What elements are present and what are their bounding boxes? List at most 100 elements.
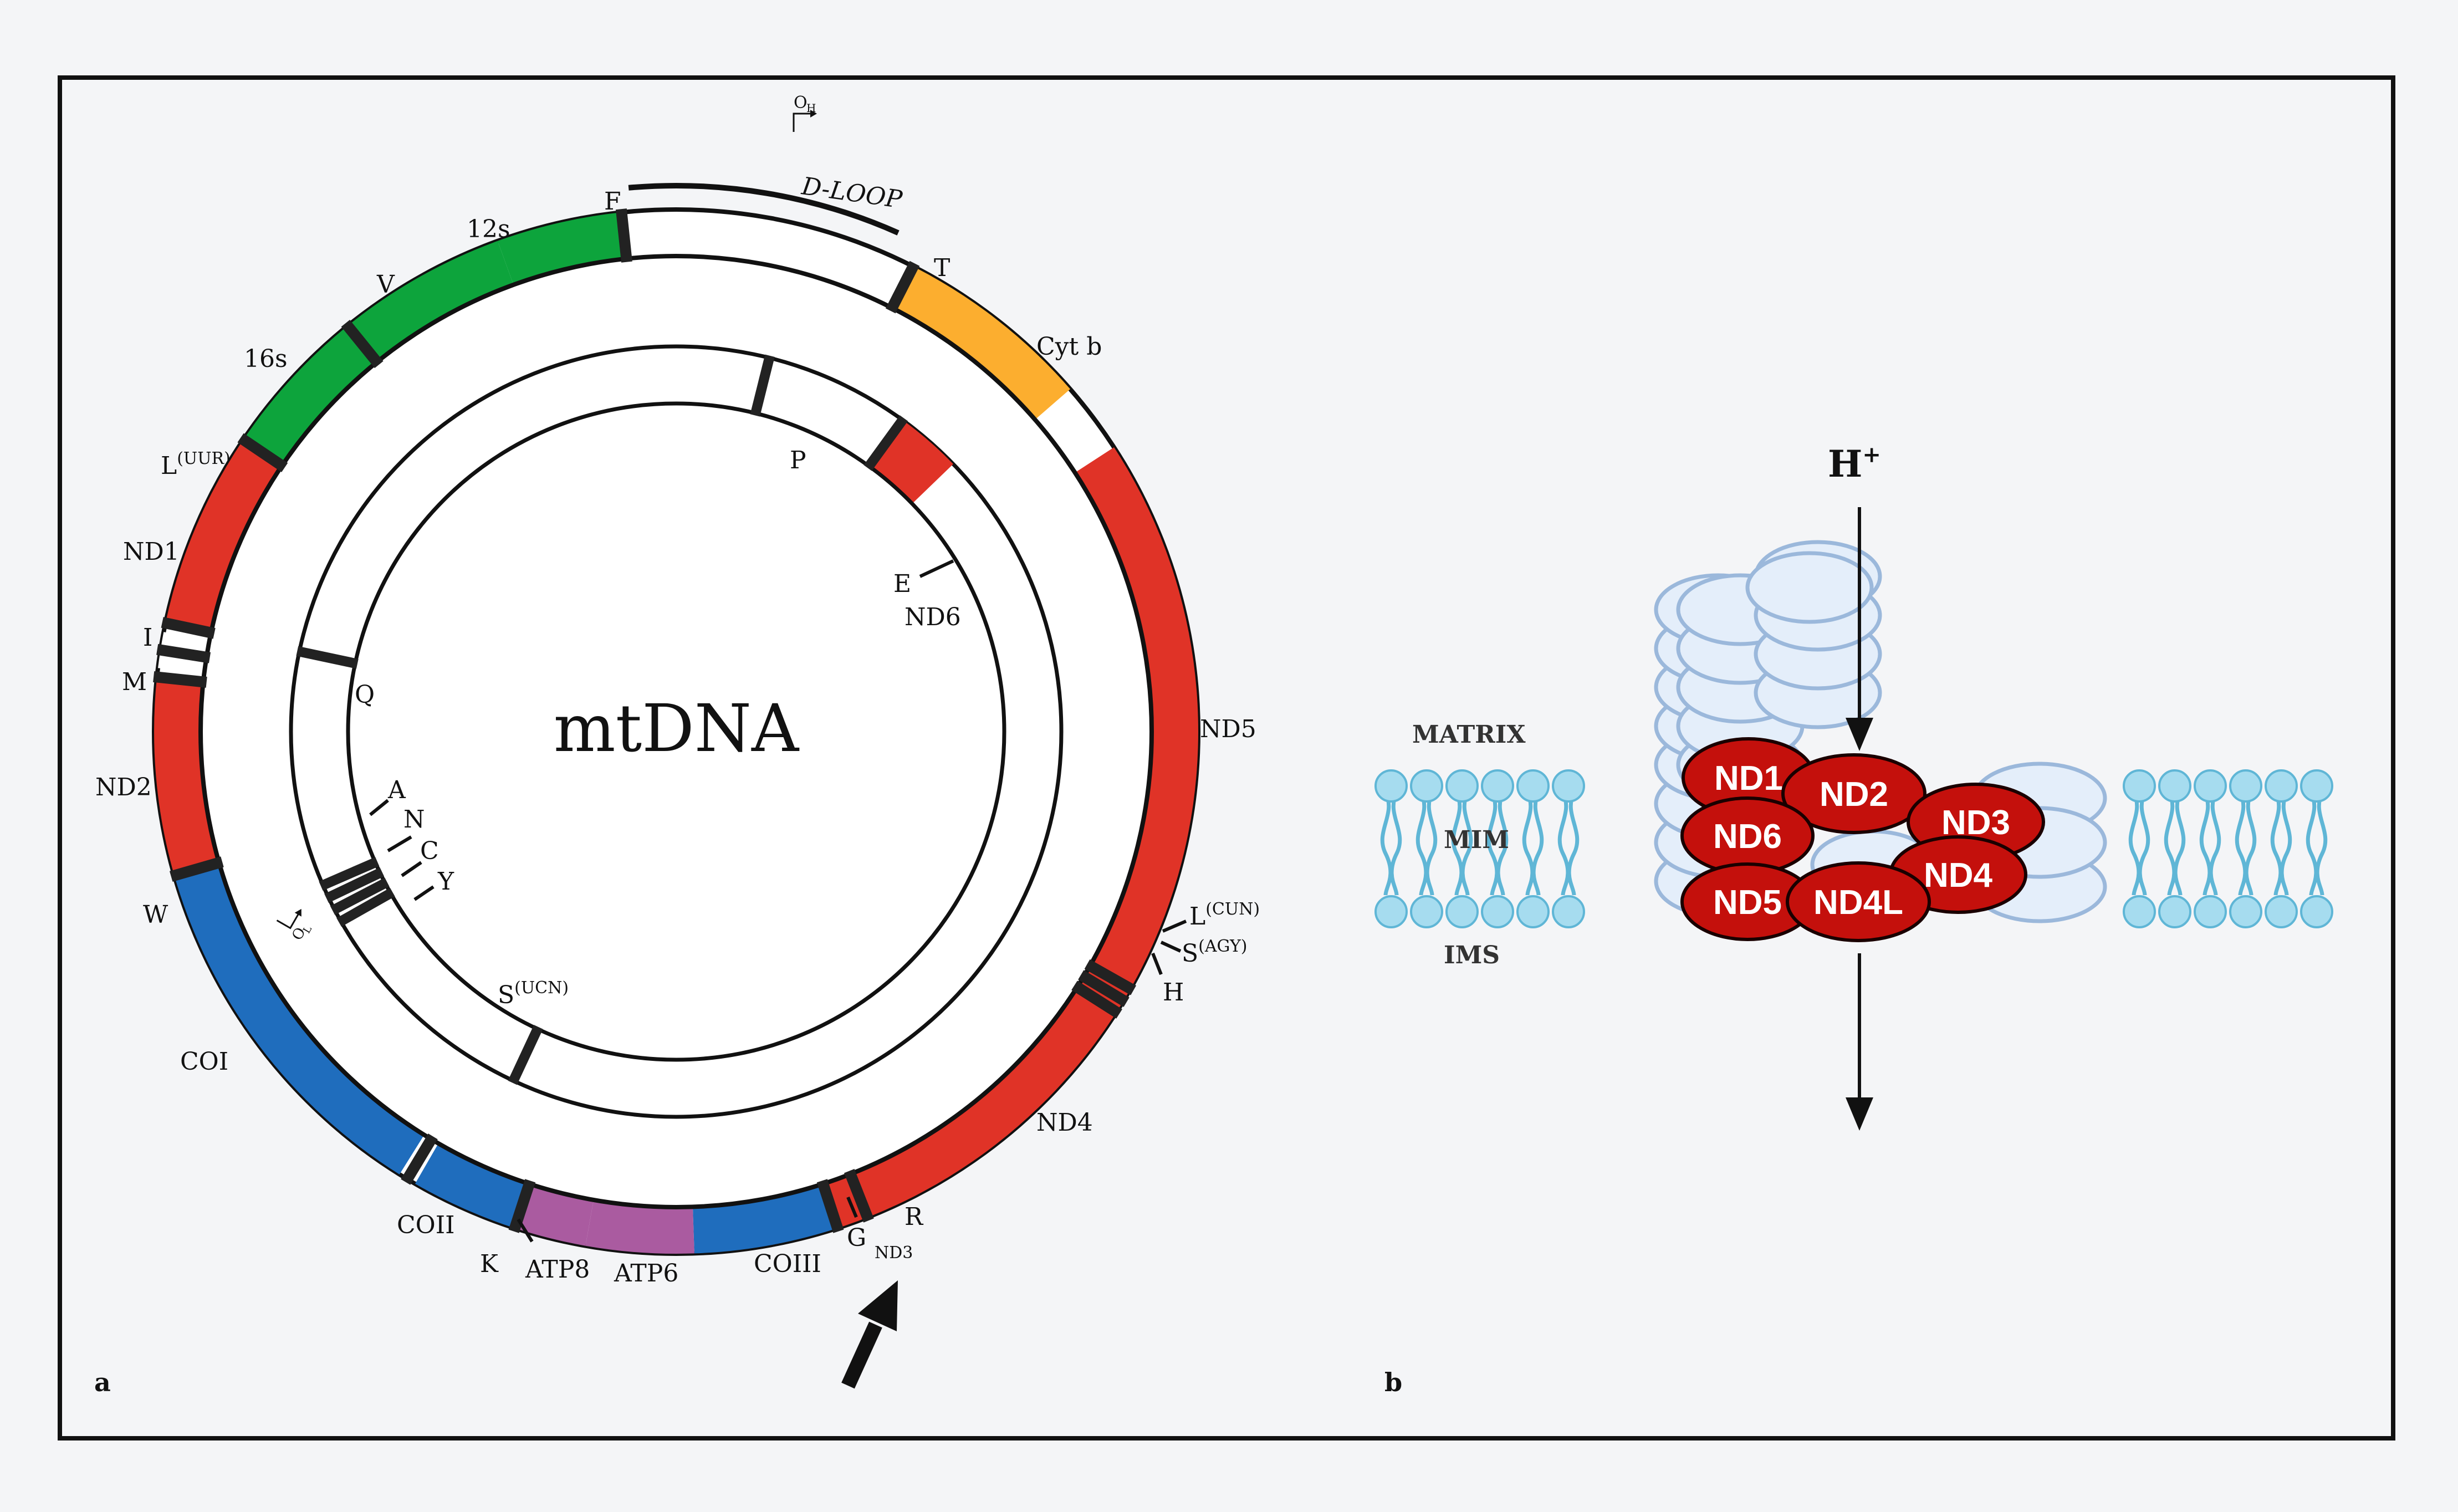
lipid-bilayer-right xyxy=(2123,769,2333,928)
trna-bar xyxy=(844,1169,874,1223)
subunit-label: ND5 xyxy=(1713,883,1782,922)
gene-label-ND6: ND6 xyxy=(904,603,961,631)
ims-label: IMS xyxy=(1444,941,1500,969)
panel-label-a: a xyxy=(94,1367,111,1397)
subunit-nd2: ND2 xyxy=(1781,753,1926,834)
d-loop-arc xyxy=(628,183,900,236)
gene-label-P: P xyxy=(790,446,806,474)
inner-ring-inner-edge xyxy=(346,401,1006,1062)
trna-bar xyxy=(863,415,908,471)
mtdna-map: mtDNA O H D-LOOP O L xyxy=(94,93,1260,1397)
gene-label-C: C xyxy=(420,837,439,865)
outer-gene-segments xyxy=(154,212,1198,1254)
seg-cytb xyxy=(892,266,1070,420)
mim-label: MIM xyxy=(1444,826,1509,854)
subunit-label: ND4 xyxy=(1924,856,1993,895)
gene-label-W: W xyxy=(143,901,168,929)
gene-label-R: R xyxy=(904,1203,924,1231)
gene-label-ND5: ND5 xyxy=(1200,715,1256,743)
proton-label: H+ xyxy=(1828,442,1881,486)
trna-bar xyxy=(1071,980,1122,1019)
gene-label-cytb: Cyt b xyxy=(1036,333,1102,361)
heavy-origin-marker: O H xyxy=(793,93,817,132)
trna-bar xyxy=(319,857,380,891)
gene-label-V: V xyxy=(376,270,395,299)
lipid-bilayer-left xyxy=(1374,769,1585,928)
gene-label-I: I xyxy=(143,624,152,652)
gene-label-COIII: COIII xyxy=(754,1250,821,1278)
gene-label-L-UUR: L(UUR) xyxy=(161,449,231,480)
gene-label-12s: 12s xyxy=(467,215,510,243)
trna-bar xyxy=(330,877,390,915)
trna-bar xyxy=(1078,970,1130,1007)
panel-label-b: b xyxy=(1384,1367,1402,1397)
gene-label-COI: COI xyxy=(180,1048,228,1076)
trna-bar xyxy=(750,354,775,417)
trna-bar xyxy=(341,319,384,369)
seg-nd1 xyxy=(165,440,282,633)
trna-bar xyxy=(153,671,207,688)
gene-label-G: G xyxy=(847,1224,866,1252)
subunit-nd6: ND6 xyxy=(1680,796,1815,875)
leader-lines xyxy=(369,559,1187,1243)
seg-12s xyxy=(497,212,627,285)
trna-bar xyxy=(885,260,920,314)
outer-ring-inner-edge xyxy=(198,254,1154,1209)
seg-nd2 xyxy=(154,677,219,876)
trna-bar xyxy=(156,643,211,663)
trna-bar xyxy=(816,1179,844,1233)
trna-bar xyxy=(508,1025,543,1085)
seg-coii xyxy=(415,1143,529,1228)
trna-bar xyxy=(296,646,359,669)
center-label: mtDNA xyxy=(554,690,800,767)
gene-label-F: F xyxy=(604,187,621,216)
trna-bar xyxy=(336,887,395,927)
outer-ring-labels: F T Cyt b 12s V 16s L(UUR) ND1 I M ND2 W… xyxy=(95,187,1260,1288)
gene-label-ND3: ND3 xyxy=(875,1243,913,1263)
seg-coiii xyxy=(692,1184,838,1254)
seg-atp8 xyxy=(514,1184,594,1246)
trna-bar xyxy=(615,208,632,263)
gene-label-S-UCN: S(UCN) xyxy=(498,978,569,1009)
gene-label-ND4: ND4 xyxy=(1036,1109,1093,1137)
trna-bar xyxy=(324,867,385,903)
gene-label-H: H xyxy=(1163,978,1184,1007)
seg-coi xyxy=(174,862,425,1174)
gene-label-COII: COII xyxy=(397,1211,455,1239)
gene-label-ND1: ND1 xyxy=(123,538,180,566)
nd3-pointer-arrow xyxy=(841,1280,898,1389)
gene-label-A: A xyxy=(387,776,406,804)
subunit-label: ND6 xyxy=(1713,818,1782,856)
gene-label-N: N xyxy=(403,805,425,834)
seg-16s xyxy=(243,241,514,466)
seg-atp6 xyxy=(585,1199,694,1254)
seg-nd5-nd4 xyxy=(854,447,1198,1216)
subunit-nd4l: ND4L xyxy=(1786,861,1931,942)
gene-label-K: K xyxy=(480,1250,499,1278)
subunit-nd5: ND5 xyxy=(1680,862,1815,941)
trna-bar xyxy=(1084,959,1137,995)
gene-label-Y: Y xyxy=(437,867,454,896)
gene-label-M: M xyxy=(122,668,147,696)
gene-label-16s: 16s xyxy=(244,345,288,373)
subunit-label: ND4L xyxy=(1813,883,1903,922)
gene-label-ATP6: ATP6 xyxy=(614,1259,678,1288)
trna-bar xyxy=(169,856,224,882)
matrix-label: MATRIX xyxy=(1412,721,1526,749)
trna-bar xyxy=(508,1179,536,1233)
trna-bar xyxy=(237,433,288,472)
trna-bar xyxy=(401,1133,438,1185)
trna-bar xyxy=(161,617,216,639)
gene-label-E: E xyxy=(893,570,911,598)
gene-label-ATP8: ATP8 xyxy=(525,1255,590,1284)
proton-arrow-in xyxy=(1846,507,1873,751)
gene-label-S-AGY: S(AGY) xyxy=(1182,937,1247,968)
inner-ring-labels: P E ND6 Q A N C Y S(UCN) xyxy=(355,446,961,1009)
gene-label-Q: Q xyxy=(355,681,375,709)
gene-label-L-CUN: L(CUN) xyxy=(1189,900,1260,931)
heavy-origin-label: O xyxy=(794,93,808,113)
gene-label-ND2: ND2 xyxy=(95,773,152,801)
